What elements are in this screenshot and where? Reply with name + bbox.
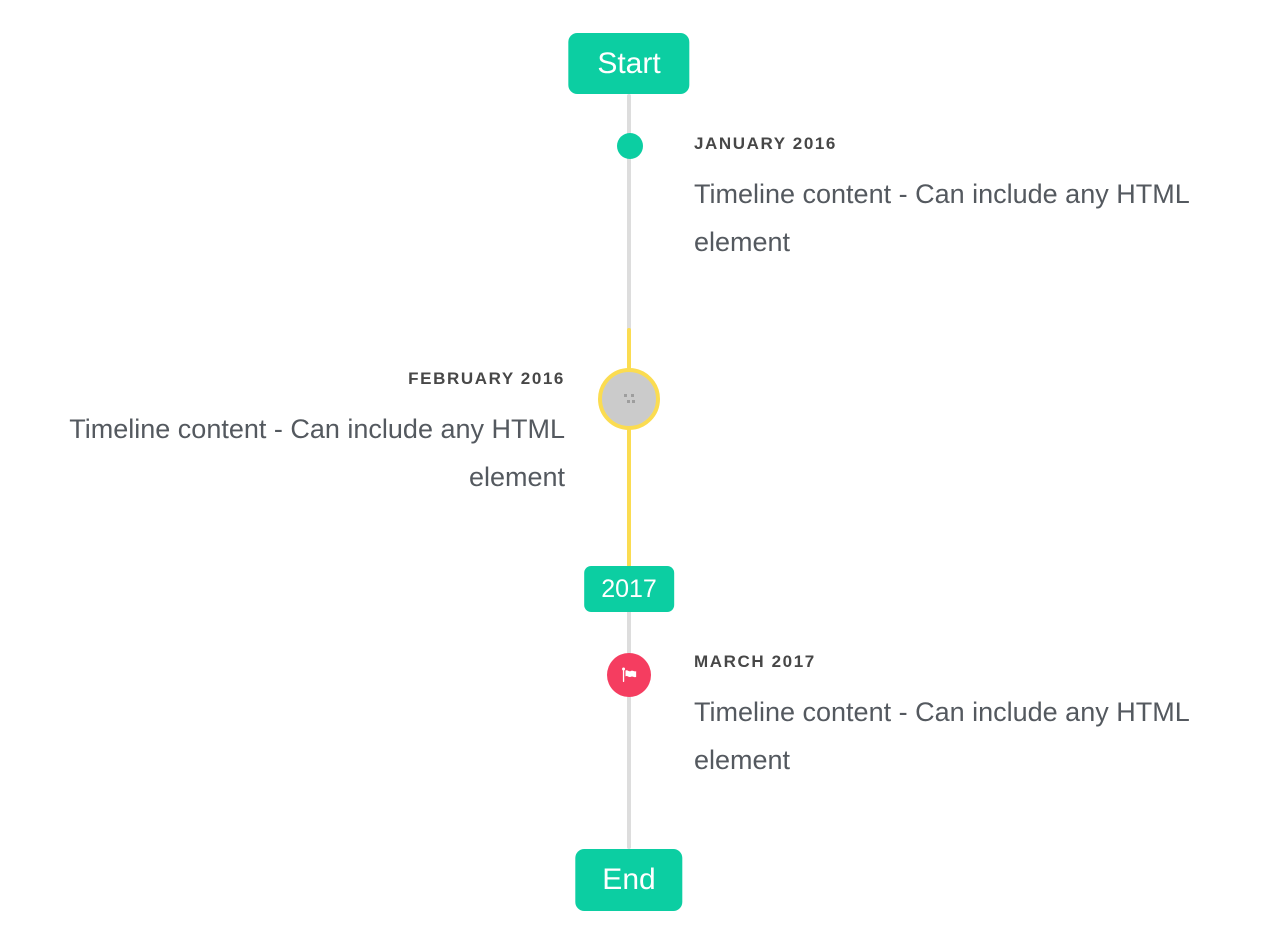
item-content: Timeline content - Can include any HTML … — [694, 179, 1189, 257]
timeline-item-march: MARCH 2017 Timeline content - Can includ… — [694, 651, 1229, 784]
item-title: MARCH 2017 — [694, 652, 816, 671]
broken-image-icon — [622, 393, 637, 405]
year-badge[interactable]: 2017 — [584, 566, 674, 612]
flag-marker[interactable] — [607, 653, 651, 697]
timeline-item-february: FEBRUARY 2016 Timeline content - Can inc… — [25, 368, 565, 501]
start-badge[interactable]: Start — [568, 33, 690, 94]
end-badge[interactable]: End — [575, 849, 683, 911]
item-title: FEBRUARY 2016 — [408, 369, 565, 388]
image-circle-marker[interactable] — [598, 368, 660, 430]
timeline-item-january: JANUARY 2016 Timeline content - Can incl… — [694, 133, 1229, 266]
flag-icon — [621, 667, 636, 682]
item-content: Timeline content - Can include any HTML … — [694, 697, 1189, 775]
timeline-line-highlight — [627, 328, 631, 567]
item-content: Timeline content - Can include any HTML … — [69, 414, 565, 492]
item-title: JANUARY 2016 — [694, 134, 837, 153]
dot-marker-icon[interactable] — [617, 133, 643, 159]
